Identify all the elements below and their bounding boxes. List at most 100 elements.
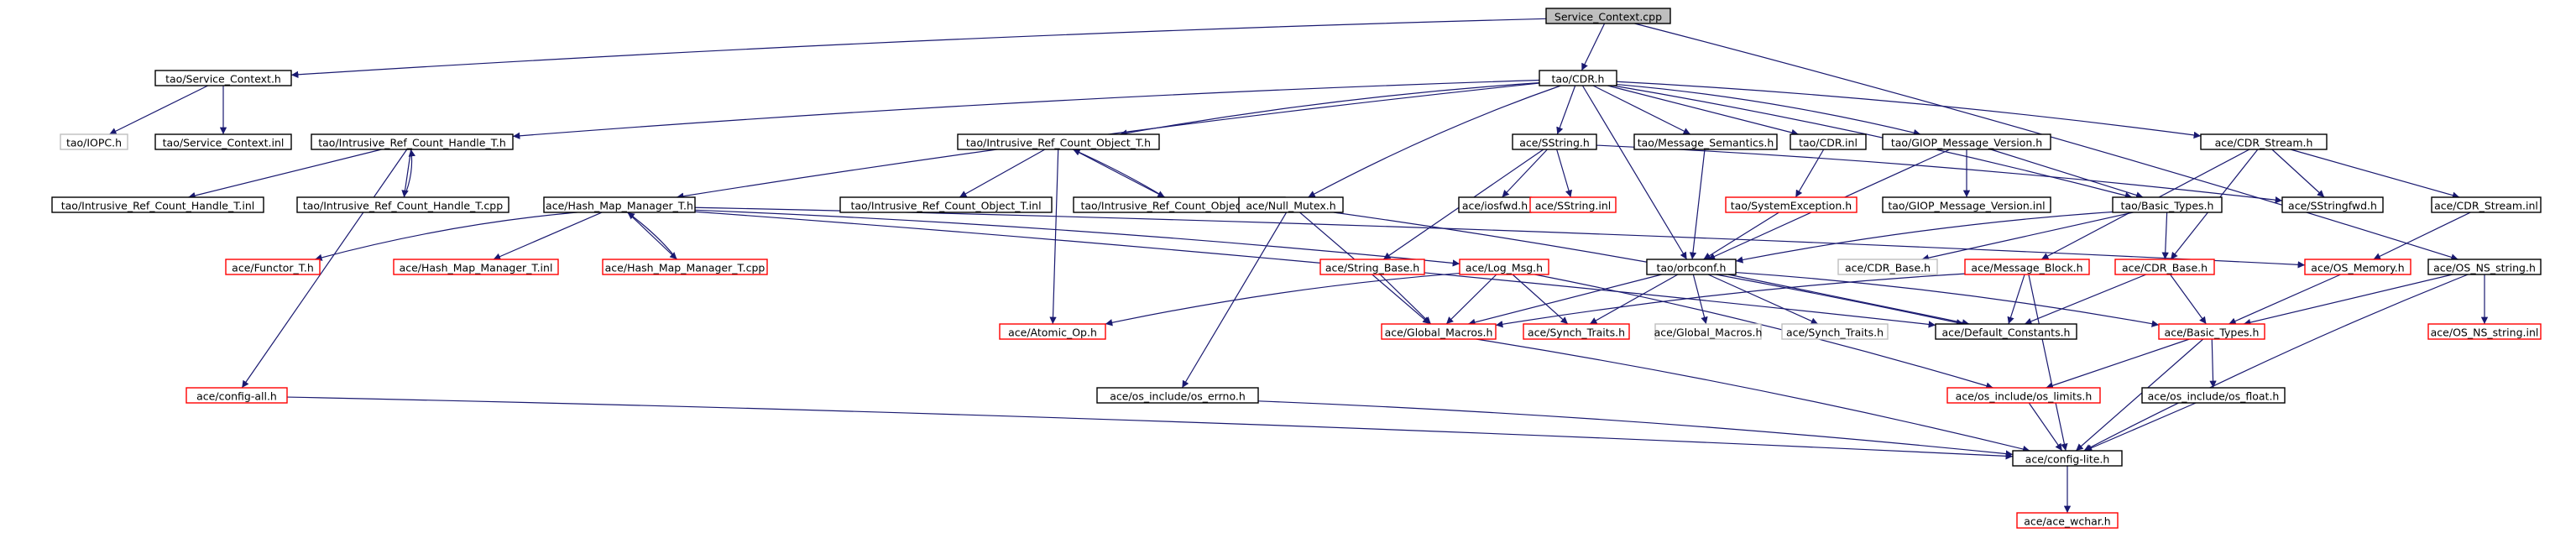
node-ace-global-macros-h[interactable]: ace/Global_Macros.h xyxy=(1654,323,1763,340)
edge-tao-intrusive-ref-count-handle-t-h-to-tao-intrusive-ref-count-handle-t-inl xyxy=(188,149,382,200)
node-tao-orbconf-h[interactable]: tao/orbconf.h xyxy=(1646,259,1737,275)
node-tao-basic-types-h[interactable]: tao/Basic_Types.h xyxy=(2112,196,2223,213)
node-tao-intrusive-ref-count-object-t-h[interactable]: tao/Intrusive_Ref_Count_Object_T.h xyxy=(957,133,1160,150)
node-box xyxy=(2427,323,2542,340)
edge-tao-orbconf-h-to-ace-synch-traits-h xyxy=(1589,274,1679,325)
nodes-layer: Service_Context.cpp tao/Service_Context.h… xyxy=(51,8,2542,529)
node-ace-string-base-h[interactable]: ace/String_Base.h xyxy=(1319,259,1425,275)
edge-ace-os-include-os-float-h-to-ace-config-lite-h xyxy=(2084,402,2197,452)
edge-ace-message-block-h-to-ace-config-lite-h xyxy=(2028,274,2068,452)
edge-tao-systemexception-h-to-tao-orbconf-h xyxy=(1703,212,1779,260)
node-tao-intrusive-ref-count-handle-t-h[interactable]: tao/Intrusive_Ref_Count_Handle_T.h xyxy=(311,133,514,150)
node-ace-os-include-os-limits-h[interactable]: ace/os_include/os_limits.h xyxy=(1946,387,2101,404)
node-ace-hash-map-manager-t-inl[interactable]: ace/Hash_Map_Manager_T.inl xyxy=(393,259,559,275)
node-box xyxy=(602,259,768,275)
edge-service-context-cpp-to-tao-cdr-h xyxy=(1581,23,1606,71)
node-ace-functor-t-h[interactable]: ace/Functor_T.h xyxy=(225,259,321,275)
node-label: ace/SString.inl xyxy=(1535,200,1612,212)
node-label: ace/os_include/os_float.h xyxy=(2148,390,2280,403)
edge-ace-hash-map-manager-t-h-to-ace-log-msg-h xyxy=(694,209,1460,267)
node-tao-iopc-h[interactable]: tao/IOPC.h xyxy=(60,133,128,150)
node-label: ace/ace_wchar.h xyxy=(2024,515,2110,528)
edge-tao-intrusive-ref-count-handle-t-h-to-tao-intrusive-ref-count-handle-t-cpp xyxy=(401,149,412,198)
node-label: ace/OS_NS_string.h xyxy=(2433,262,2536,274)
node-ace-sstring-h[interactable]: ace/SString.h xyxy=(1512,133,1597,150)
node-ace-cdr-base-h[interactable]: ace/CDR_Base.h xyxy=(2114,259,2215,275)
node-ace-basic-types-h[interactable]: ace/Basic_Types.h xyxy=(2158,323,2265,340)
node-box xyxy=(2114,259,2215,275)
node-ace-log-msg-h[interactable]: ace/Log_Msg.h xyxy=(1459,259,1549,275)
node-ace-os-memory-h[interactable]: ace/OS_Memory.h xyxy=(2304,259,2411,275)
node-ace-sstringfwd-h[interactable]: ace/SStringfwd.h xyxy=(2281,196,2384,213)
node-ace-null-mutex-h[interactable]: ace/Null_Mutex.h xyxy=(1238,196,1344,213)
node-label: tao/Basic_Types.h xyxy=(2121,200,2214,212)
node-tao-service-context-inl[interactable]: tao/Service_Context.inl xyxy=(154,133,292,150)
node-ace-config-lite-h[interactable]: ace/config-lite.h xyxy=(2012,450,2123,467)
node-ace-cdr-stream-inl[interactable]: ace/CDR_Stream.inl xyxy=(2431,196,2542,213)
node-label: tao/GIOP_Message_Version.inl xyxy=(1888,200,2045,212)
edge-ace-basic-types-h-to-ace-os-include-os-float-h xyxy=(2209,338,2217,389)
node-box xyxy=(1781,323,1889,340)
node-ace-hash-map-manager-t-cpp[interactable]: ace/Hash_Map_Manager_T.cpp xyxy=(602,259,768,275)
edge-ace-string-base-h-to-ace-global-macros-h xyxy=(1379,274,1432,325)
node-ace-ace-wchar-h[interactable]: ace/ace_wchar.h xyxy=(2016,512,2119,529)
node-ace-os-include-os-errno-h[interactable]: ace/os_include/os_errno.h xyxy=(1096,387,1259,404)
edge-ace-cdr-base-h-to-ace-default-constants-h xyxy=(2024,274,2147,325)
node-tao-intrusive-ref-count-object-t-inl[interactable]: tao/Intrusive_Ref_Count_Object_T.inl xyxy=(839,196,1053,213)
node-ace-os-include-os-float-h[interactable]: ace/os_include/os_float.h xyxy=(2141,387,2286,404)
node-ace-default-constants-h[interactable]: ace/Default_Constants.h xyxy=(1935,323,2077,340)
node-box xyxy=(1529,196,1617,213)
edge-ace-log-msg-h-to-ace-global-macros-h xyxy=(1445,274,1497,325)
node-label: tao/CDR.h xyxy=(1552,73,1605,86)
node-box xyxy=(839,196,1053,213)
node-label: ace/CDR_Base.h xyxy=(1845,262,1931,274)
node-tao-giop-message-version-h[interactable]: tao/GIOP_Message_Version.h xyxy=(1882,133,2051,150)
node-service-context-cpp[interactable]: Service_Context.cpp xyxy=(1545,8,1671,24)
node-tao-message-semantics-h[interactable]: tao/Message_Semantics.h xyxy=(1633,133,1778,150)
node-tao-intrusive-ref-count-handle-t-inl[interactable]: tao/Intrusive_Ref_Count_Handle_T.inl xyxy=(51,196,264,213)
node-box xyxy=(2200,133,2328,150)
node-label: tao/Service_Context.inl xyxy=(163,137,285,149)
node-box xyxy=(154,133,292,150)
node-box xyxy=(1646,259,1737,275)
node-ace-os-ns-string-h[interactable]: ace/OS_NS_string.h xyxy=(2427,259,2542,275)
edge-tao-cdr-h-to-tao-intrusive-ref-count-object-t-h xyxy=(1120,82,1540,137)
node-ace-os-ns-string-inl[interactable]: ace/OS_NS_string.inl xyxy=(2427,323,2542,340)
node-box xyxy=(1523,323,1630,340)
node-ace-synch-traits-h[interactable]: ace/Synch_Traits.h xyxy=(1523,323,1630,340)
edge-tao-basic-types-h-to-ace-cdr-base-h xyxy=(1921,212,2134,262)
edge-ace-sstring-h-to-ace-iosfwd-h xyxy=(1502,149,1548,198)
node-label: ace/config-lite.h xyxy=(2025,453,2110,466)
node-box xyxy=(1790,133,1867,150)
node-ace-iosfwd-h[interactable]: ace/iosfwd.h xyxy=(1458,196,1532,213)
node-label: tao/SystemException.h xyxy=(1731,200,1852,212)
node-ace-message-block-h[interactable]: ace/Message_Block.h xyxy=(1964,259,2090,275)
node-ace-global-macros-h[interactable]: ace/Global_Macros.h xyxy=(1381,323,1497,340)
node-ace-hash-map-manager-t-h[interactable]: ace/Hash_Map_Manager_T.h xyxy=(543,196,696,213)
edge-ace-hash-map-manager-t-h-to-ace-functor-t-h xyxy=(315,212,577,261)
node-ace-sstring-inl[interactable]: ace/SString.inl xyxy=(1529,196,1617,213)
node-box xyxy=(1633,133,1778,150)
node-ace-synch-traits-h[interactable]: ace/Synch_Traits.h xyxy=(1781,323,1889,340)
edge-tao-cdr-h-to-ace-cdr-stream-h xyxy=(1616,81,2202,139)
edge-ace-log-msg-h-to-ace-atomic-op-h xyxy=(1105,272,1460,327)
node-ace-cdr-base-h[interactable]: ace/CDR_Base.h xyxy=(1837,259,1938,275)
node-tao-cdr-inl[interactable]: tao/CDR.inl xyxy=(1790,133,1867,150)
node-label: ace/Null_Mutex.h xyxy=(1246,200,1335,212)
node-tao-cdr-h[interactable]: tao/CDR.h xyxy=(1539,70,1617,86)
node-box xyxy=(1946,387,2101,404)
node-ace-cdr-stream-h[interactable]: ace/CDR_Stream.h xyxy=(2200,133,2328,150)
node-tao-giop-message-version-inl[interactable]: tao/GIOP_Message_Version.inl xyxy=(1882,196,2051,213)
node-tao-intrusive-ref-count-handle-t-cpp[interactable]: tao/Intrusive_Ref_Count_Handle_T.cpp xyxy=(296,196,509,213)
edge-tao-giop-message-version-h-to-tao-basic-types-h xyxy=(1990,149,2144,199)
node-tao-intrusive-ref-count-object-t-cpp[interactable]: tao/Intrusive_Ref_Count_Object_T.cpp xyxy=(1073,196,1286,213)
node-ace-config-all-h[interactable]: ace/config-all.h xyxy=(185,387,288,404)
node-box xyxy=(1882,196,2051,213)
node-ace-atomic-op-h[interactable]: ace/Atomic_Op.h xyxy=(999,323,1106,340)
node-box xyxy=(2016,512,2119,529)
node-label: ace/iosfwd.h xyxy=(1462,200,1528,212)
node-tao-service-context-h[interactable]: tao/Service_Context.h xyxy=(154,70,292,86)
node-tao-systemexception-h[interactable]: tao/SystemException.h xyxy=(1725,196,1858,213)
edge-tao-orbconf-h-to-ace-global-macros-h xyxy=(1468,274,1662,326)
node-box xyxy=(185,387,288,404)
